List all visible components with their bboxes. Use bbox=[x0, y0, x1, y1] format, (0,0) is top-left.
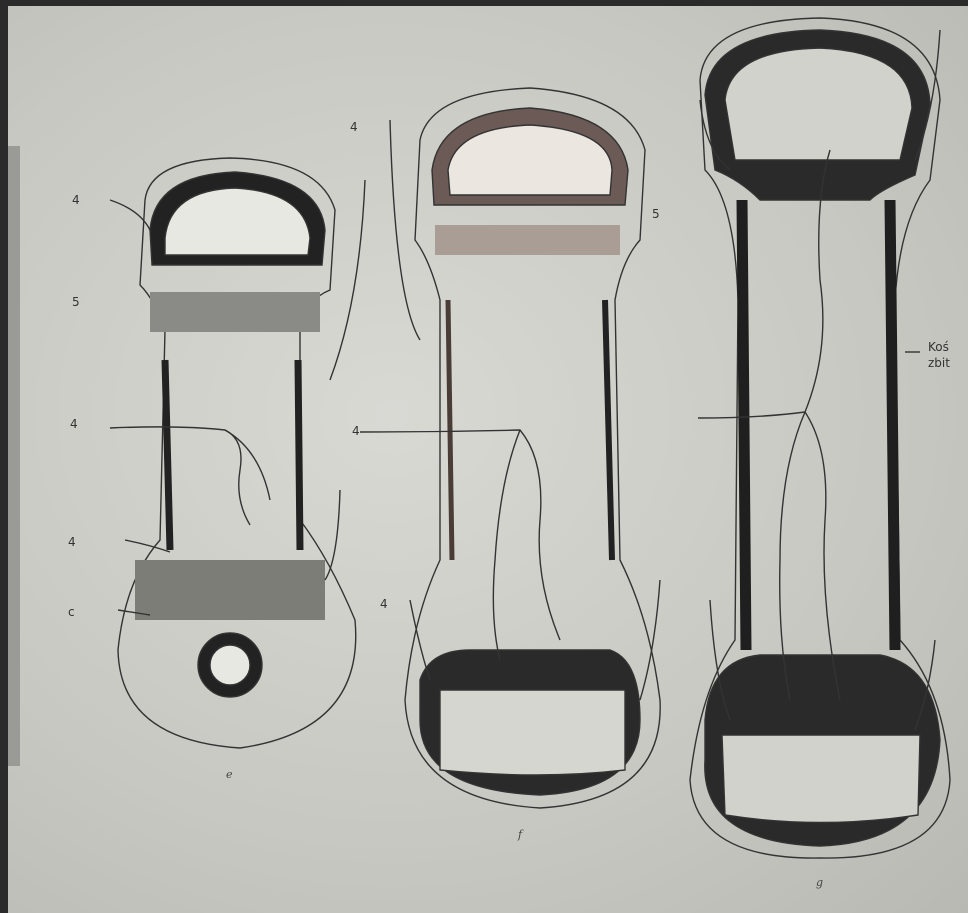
bone-drawing-f bbox=[360, 88, 660, 808]
label-f-5: 5 bbox=[652, 207, 660, 221]
label-f-4-top: 4 bbox=[350, 120, 358, 134]
caption-f: f bbox=[518, 828, 522, 841]
label-f-4-low: 4 bbox=[380, 597, 388, 611]
bone-drawing-e bbox=[110, 158, 365, 748]
label-g-side-line1: Koś bbox=[928, 340, 949, 354]
label-f-4-mid: 4 bbox=[352, 424, 360, 438]
bone-drawing-g bbox=[690, 18, 950, 858]
label-e-c: c bbox=[68, 605, 75, 619]
label-e-4-mid: 4 bbox=[70, 417, 78, 431]
caption-g: g bbox=[816, 876, 823, 889]
label-e-4-top: 4 bbox=[72, 193, 80, 207]
label-e-5: 5 bbox=[72, 295, 80, 309]
label-e-4-low: 4 bbox=[68, 535, 76, 549]
label-g-side-line2: zbit bbox=[928, 356, 950, 370]
caption-e: e bbox=[226, 768, 233, 781]
